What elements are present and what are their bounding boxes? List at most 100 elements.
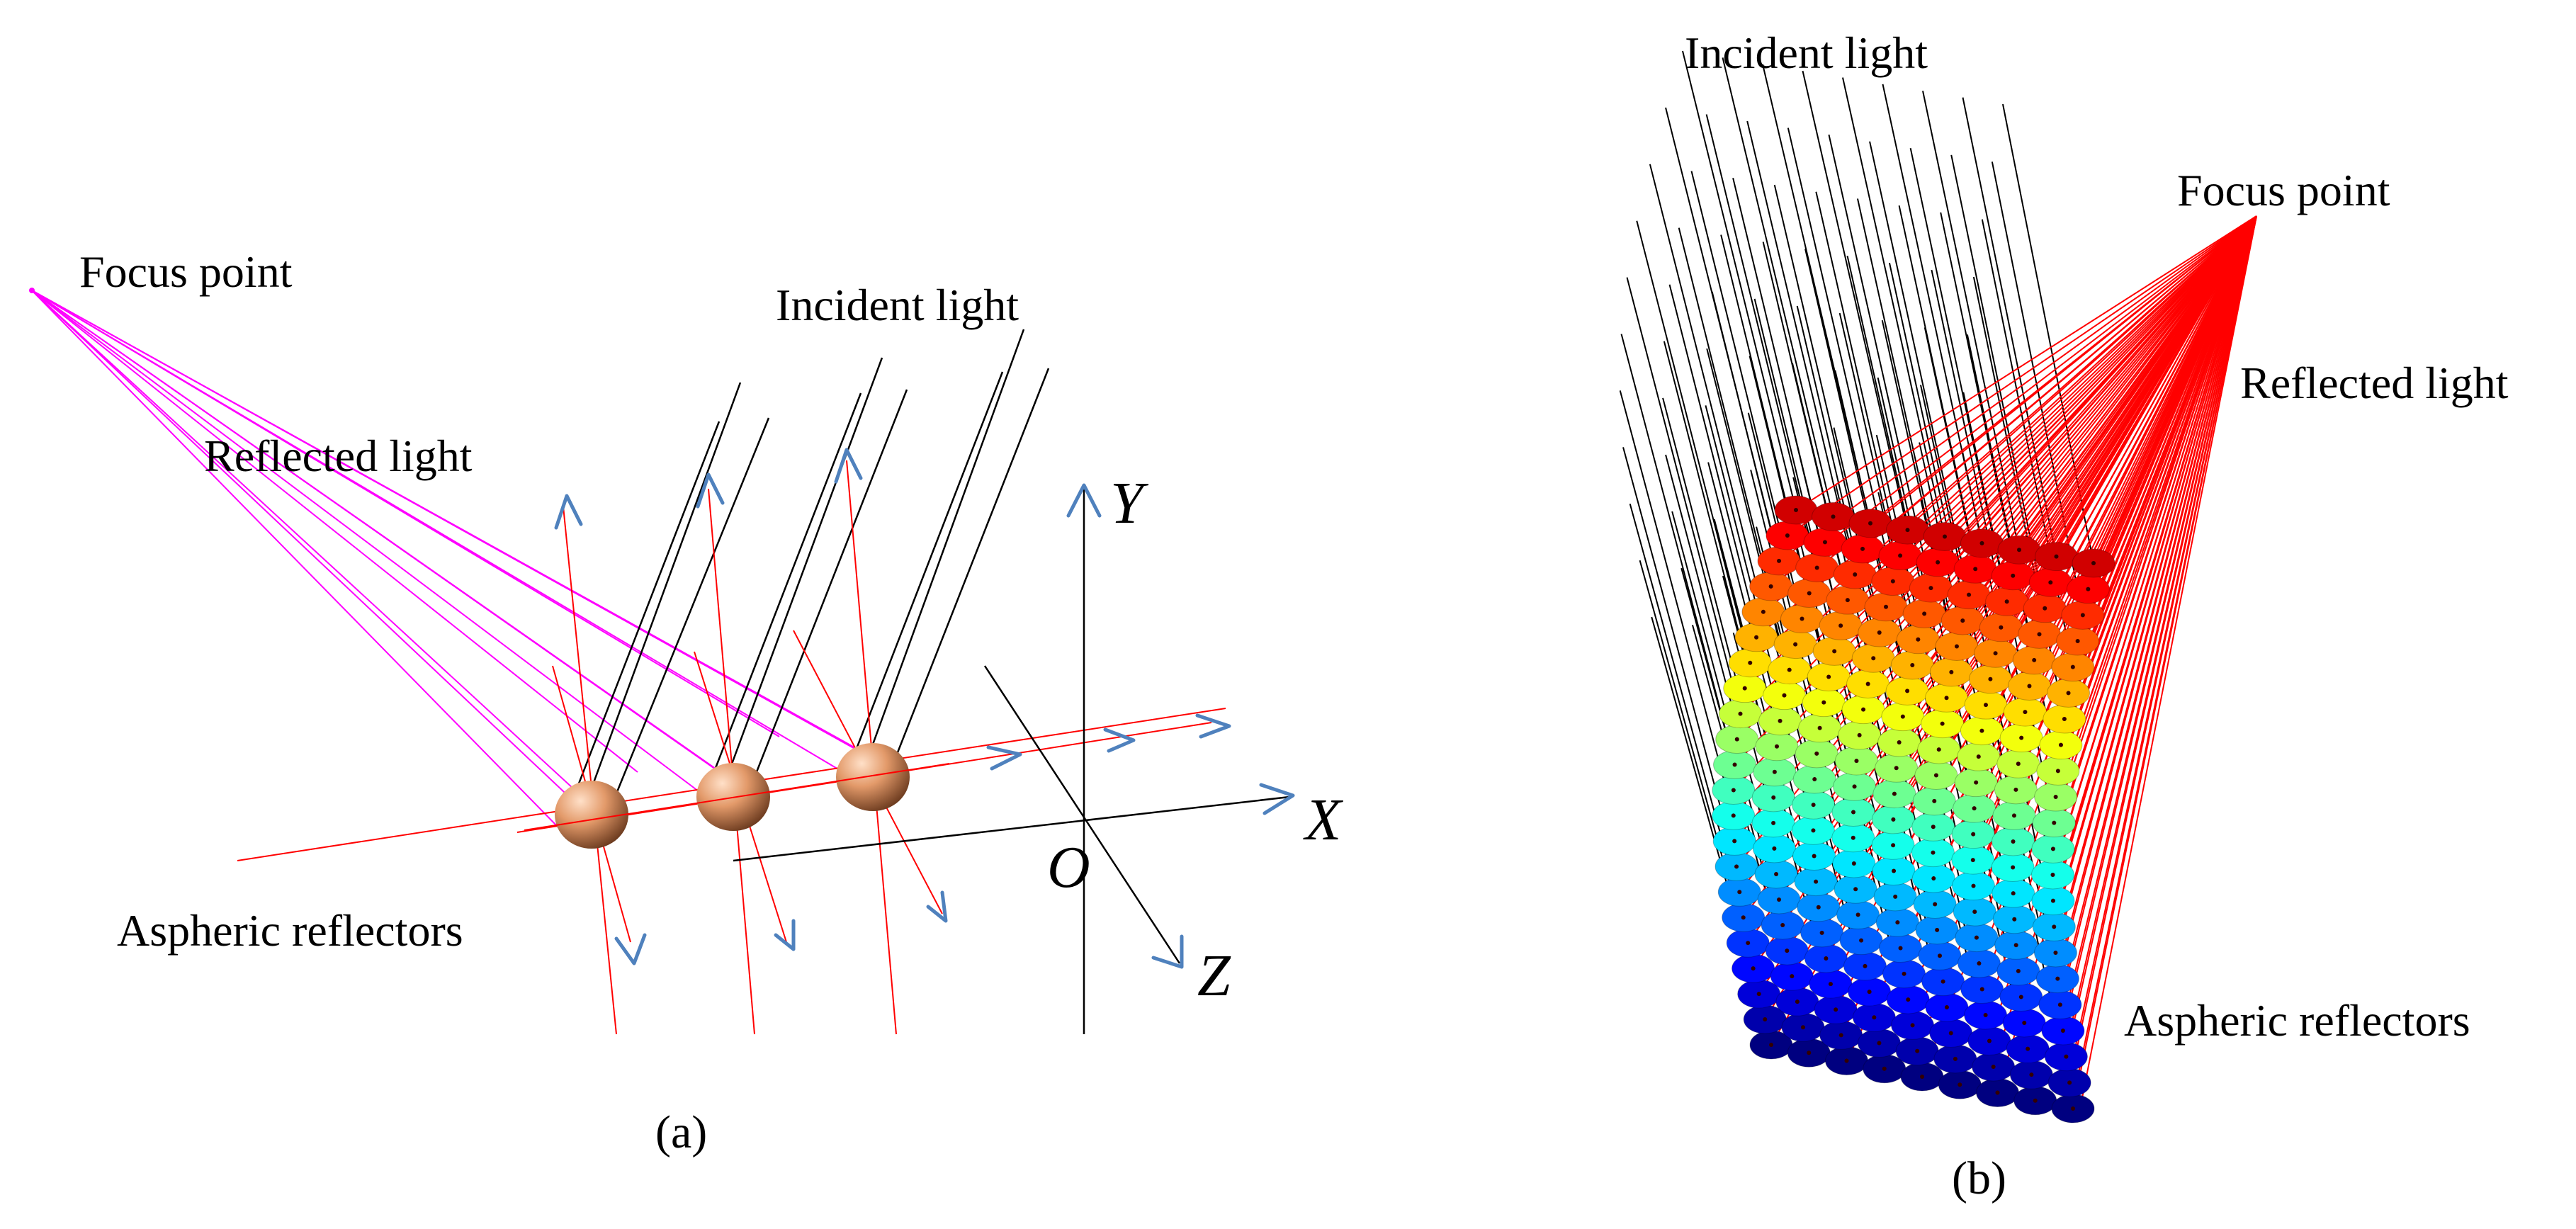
focus-point-label-b: Focus point [2177, 165, 2390, 215]
reflector-center [2067, 1080, 2072, 1085]
reflector-center [1731, 788, 1736, 793]
reflector-center [1816, 905, 1821, 910]
incident-ray [1682, 50, 1797, 511]
axis-origin-label: O [1047, 834, 1090, 900]
reflector-center [1974, 935, 1979, 940]
reflector-center [1916, 637, 1921, 642]
reflector-center [1933, 902, 1938, 907]
aspheric-reflectors-b [1712, 495, 2115, 1123]
reflected-ray [2072, 215, 2257, 1057]
reflector-center [2091, 561, 2096, 565]
reflector-center [1897, 740, 1902, 744]
reflector-center [1928, 586, 1933, 591]
aspheric-reflectors-a [524, 743, 950, 849]
reflector-center [2013, 943, 2018, 948]
reflector-center [1972, 806, 1977, 811]
reflector-center [1863, 963, 1868, 968]
reflector-center [1865, 681, 1870, 686]
reflector-center [1826, 674, 1831, 679]
reflector-center [1777, 558, 1782, 563]
reflector-center [1890, 579, 1895, 584]
reflected-ray [2059, 215, 2257, 849]
reflected-ray [1984, 215, 2257, 1016]
reflector-center [1741, 915, 1746, 920]
reflector-center [1772, 769, 1777, 774]
reflector-center [1895, 920, 1900, 925]
axis-y-label: Y [1110, 470, 1149, 536]
reflector-center [1812, 854, 1817, 859]
incident-light-label-b: Incident light [1685, 28, 1928, 78]
reflected-light-label-b: Reflected light [2240, 358, 2509, 408]
reflector-center [2052, 820, 2057, 825]
reflector-center [1944, 1005, 1949, 1010]
reflector-center [1812, 777, 1817, 782]
reflector-center [1877, 630, 1882, 635]
reflector-center [1933, 773, 1938, 778]
reflector-center [1910, 663, 1915, 668]
reflector-center [1894, 766, 1899, 771]
incident-ray [1746, 120, 1856, 575]
reflected-ray [2069, 215, 2257, 1031]
incident-ray [1842, 77, 1945, 537]
reflector-center [1884, 604, 1889, 609]
reflected-ray [2079, 215, 2257, 668]
incident-ray [1722, 57, 1834, 517]
reflector-center [1834, 1007, 1838, 1012]
reflector-center [1851, 835, 1855, 840]
reflector-center [1854, 759, 1859, 764]
reflected-ray [2059, 215, 2257, 876]
incident-light-label-a: Incident light [776, 280, 1019, 330]
reflector-center [1944, 696, 1949, 701]
reflector-center [2011, 573, 2016, 578]
reflector-center [1794, 508, 1798, 512]
reflector-center [2052, 924, 2057, 929]
reflector-center [1991, 1065, 1996, 1070]
incident-ray [2002, 103, 2094, 564]
incident-ray [1909, 148, 2008, 602]
aspheric-reflectors-label-a: Aspheric reflectors [117, 905, 463, 956]
incident-ray [1636, 220, 1751, 663]
incident-ray [1787, 128, 1894, 582]
reflector-center [2011, 813, 2016, 818]
reflector-center [1891, 817, 1896, 822]
axis-z-label: Z [1197, 943, 1231, 1009]
reflector-center [1898, 553, 1903, 558]
reflected-ray [2070, 215, 2257, 720]
reflector-center [2016, 761, 2021, 766]
incident-ray [1619, 390, 1734, 816]
reflector-center [1731, 813, 1736, 818]
reflector-center [1935, 927, 1940, 932]
reflector-center [1988, 676, 1993, 681]
reflected-ray [2074, 215, 2257, 693]
reflected-ray [2067, 215, 2257, 746]
incident-ray [1802, 70, 1909, 531]
reflector-center [1987, 1038, 1992, 1043]
reflector-center [1831, 514, 1836, 519]
reflector-center [1768, 584, 1773, 589]
reflector-center [1948, 1031, 1953, 1036]
reflected-rays-a [31, 290, 893, 829]
reflector-center [1853, 887, 1858, 892]
reflector-center [2012, 917, 2017, 922]
reflector-center [1868, 521, 1872, 526]
reflector-center [1979, 728, 1984, 733]
reflected-ray [2076, 215, 2257, 1083]
reflector-center [2050, 873, 2055, 877]
reflector-center [1891, 843, 1896, 848]
reflector-center [1814, 751, 1819, 756]
reflector-center [1932, 798, 1937, 803]
reflector-center [1920, 1075, 1924, 1079]
reflector-center [1819, 930, 1824, 935]
reflector-center [1853, 572, 1858, 577]
reflected-ray [2094, 215, 2257, 590]
incident-ray [1828, 134, 1932, 589]
reflector-center [1972, 910, 1977, 914]
arrows-a [554, 448, 1231, 965]
reflected-ray [2100, 215, 2257, 564]
reflected-ray [1823, 215, 2257, 703]
reflected-ray [2064, 215, 2257, 771]
reflector-center [1892, 868, 1897, 873]
reflected-ray [1778, 215, 2257, 562]
focus-point-marker-a [29, 288, 35, 293]
reflector-center [1905, 528, 1910, 533]
